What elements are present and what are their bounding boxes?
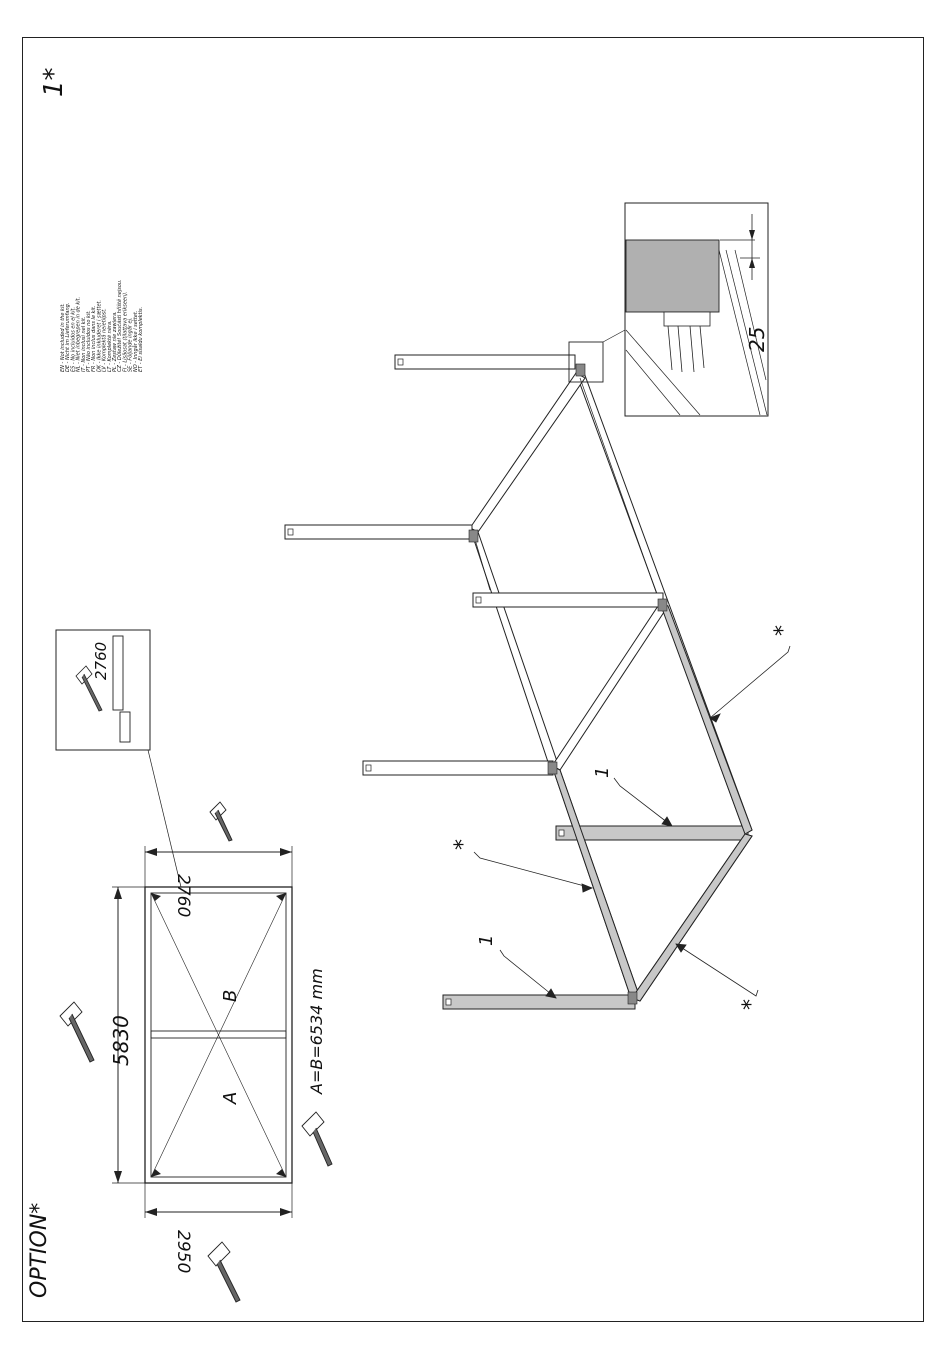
legend-line: EN - Not included in the kit. — [60, 303, 66, 372]
option-label: OPTION* — [27, 1203, 52, 1298]
saw-icon — [209, 801, 233, 842]
callout-leaders — [473, 645, 791, 999]
post-part-1 — [442, 994, 636, 1010]
cut-detail-box — [55, 629, 151, 751]
corner-beam-section — [625, 239, 720, 313]
legend-line: ES - No incluidos en el kit. — [70, 307, 76, 372]
corner-detail-marker — [568, 341, 604, 383]
callout-not-included: * — [771, 625, 796, 636]
legend-line: PT - Não incluidos no kit. — [86, 310, 92, 372]
saw-icon — [207, 1241, 241, 1303]
plan-outer-frame — [144, 886, 293, 1184]
cut-detail-dimension: 2760 — [92, 642, 110, 680]
cut-beam-piece — [119, 711, 131, 743]
optional-beam — [659, 602, 753, 835]
saw-icon — [59, 1001, 95, 1063]
post — [472, 592, 664, 608]
frame-beam — [551, 602, 669, 771]
legend-line: SE - Följande ingår ej. — [127, 317, 134, 372]
page-number: 1* — [39, 67, 69, 97]
callout-part-1: 1 — [476, 935, 497, 946]
plan-middle-beam — [150, 1030, 287, 1039]
callout-part-1: 1 — [592, 767, 613, 778]
post — [362, 760, 554, 776]
legend-line: CZ - Důležité! Součásti hřiště nejsou. — [116, 279, 123, 372]
post — [394, 354, 576, 370]
saw-icon — [301, 1111, 333, 1167]
legend-line: LT - Komplektė nėra. — [107, 320, 113, 372]
page-frame — [22, 37, 924, 1322]
frame-beam — [469, 527, 561, 775]
diagonal-formula: A=B=6534 mm — [307, 968, 326, 1095]
legend-line: FI - Lisäosat (tilattava erikseen). — [122, 291, 128, 372]
legend-line: NO - Inngår ikke i settet. — [132, 311, 139, 372]
corner-detail-dimension: 25 — [745, 327, 769, 352]
optional-beam — [551, 765, 641, 1002]
not-included-legend: EN - Not included in the kit.DE - Nicht … — [60, 279, 144, 372]
legend-line: FR - Non inclus dans le kit. — [91, 306, 97, 372]
plan-width-top-label: 2760 — [173, 874, 193, 917]
corner-bracket — [663, 311, 711, 327]
frame-beam — [469, 372, 586, 533]
plan-width-bottom-label: 2950 — [173, 1230, 193, 1273]
legend-line: DK - Ikke inkluderet i sættet. — [96, 300, 102, 372]
plan-length-label: 5830 — [109, 1015, 133, 1066]
plan-view — [112, 749, 293, 1218]
post-part-1 — [555, 825, 749, 841]
legend-line: PL - Zestaw nie zawiera. — [112, 311, 118, 372]
optional-beam — [631, 833, 753, 1002]
plan-label-b: B — [220, 990, 241, 1002]
callout-not-included: * — [451, 839, 476, 850]
legend-line: LV - Komplektā neietilpst. — [102, 308, 108, 372]
detail-leader-line — [147, 749, 182, 888]
plan-label-a: A — [220, 1092, 241, 1105]
assembly-3d-view — [284, 329, 753, 1010]
legend-line: NL - Niet inbegrepen in de kit. — [76, 297, 82, 372]
legend-line: IT - Non inclusi nel kit. — [81, 316, 87, 372]
callout-not-included: * — [739, 999, 764, 1010]
legend-line: ET - Ei sisaldu komplektis. — [138, 307, 144, 372]
corner-detail-box — [624, 202, 769, 417]
cut-beam — [112, 635, 124, 711]
post — [284, 524, 473, 540]
diagonal-b — [150, 892, 287, 1178]
legend-line: DE - Nicht im Lieferumfang. — [65, 303, 71, 372]
